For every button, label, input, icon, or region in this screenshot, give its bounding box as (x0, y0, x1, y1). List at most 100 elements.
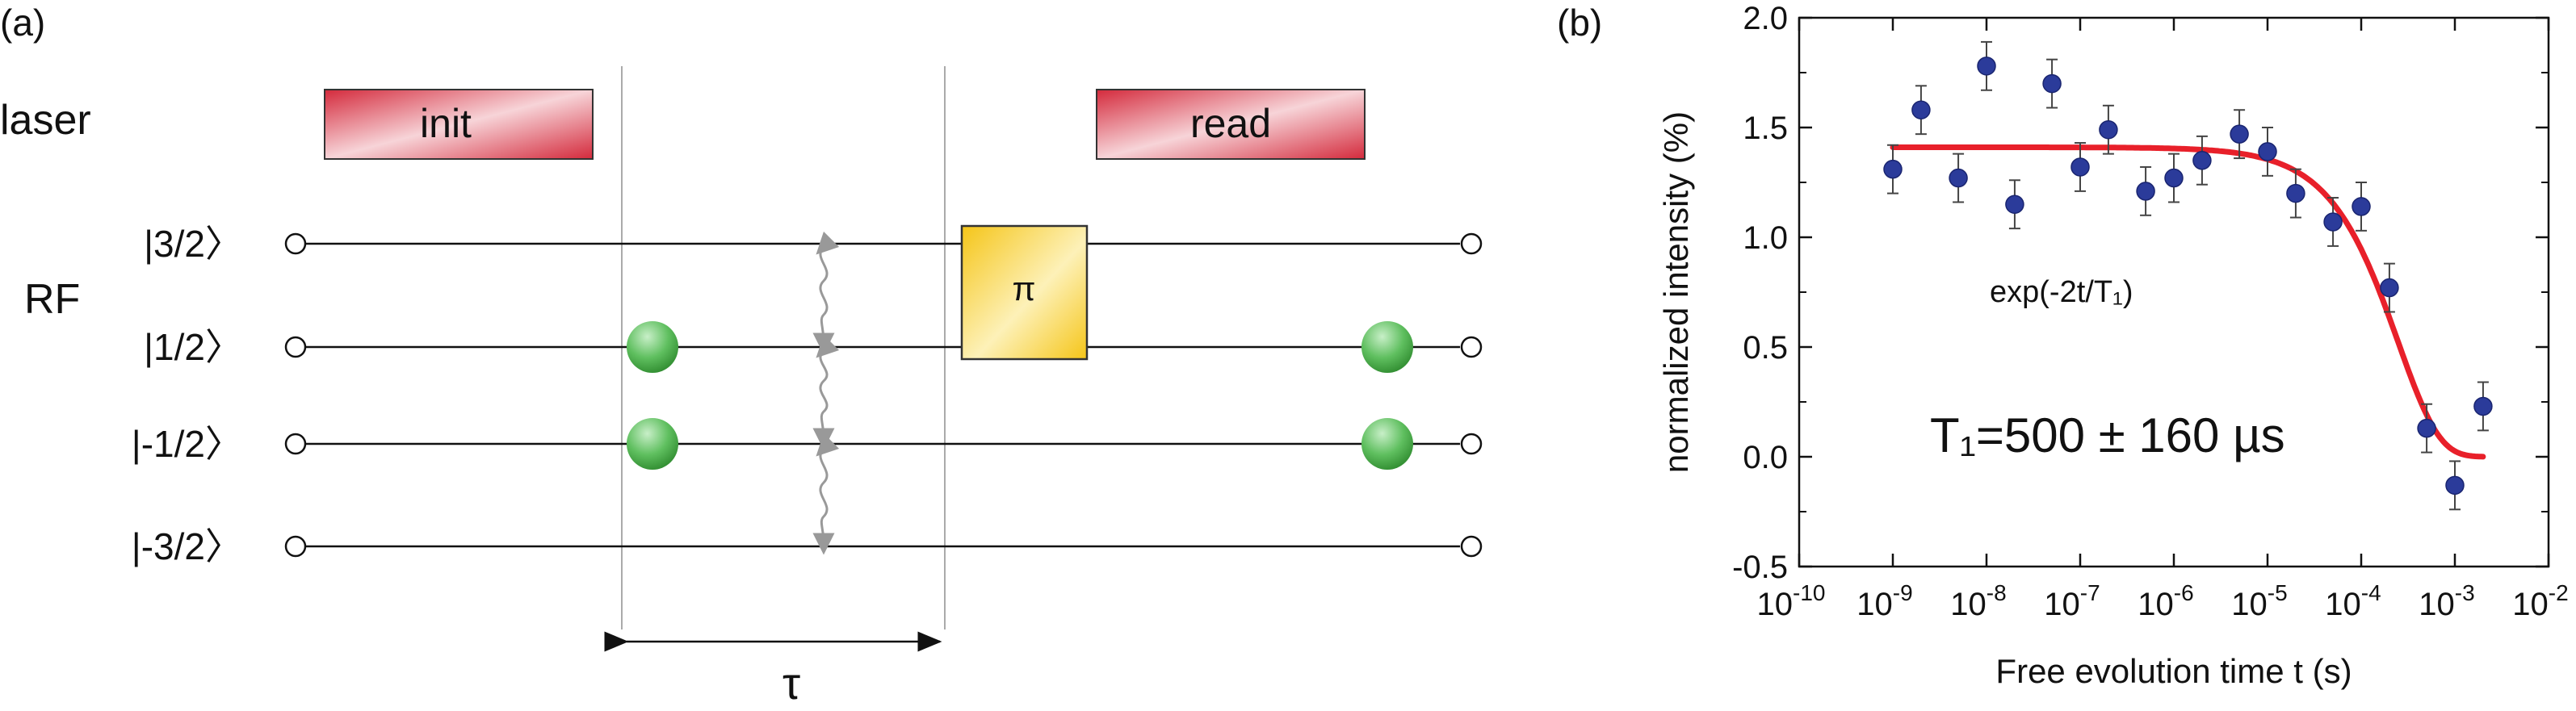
tau-label: τ (782, 658, 800, 709)
x-tick-label: 10-6 (2138, 580, 2193, 622)
energy-levels: |3/2〉 |1/2〉 |-1/2〉 |-3/2〉 (132, 223, 1483, 567)
point-marker (2380, 278, 2399, 298)
pi-pulse (960, 224, 1089, 361)
relaxation-arrow (812, 433, 840, 555)
rf-row-label: RF (24, 276, 80, 323)
fit-label: exp(-2t/T₁) (1990, 275, 2133, 309)
point-marker (1949, 168, 1968, 188)
plot-frame (1798, 16, 2550, 568)
point-marker (2005, 194, 2024, 214)
data-point (2099, 104, 2118, 155)
x-axis: 10-10 10-9 10-8 10-7 10-6 10-5 10-4 10-3 10-2 (1757, 18, 2569, 622)
read-pulse (1096, 89, 1366, 160)
fit-curve (1890, 144, 2486, 460)
laser-row-label: laser (0, 97, 91, 144)
data-point (2473, 381, 2493, 432)
init-pulse-label: init (420, 101, 472, 146)
read-pulse-label: read (1190, 101, 1271, 146)
point-marker (2042, 73, 2062, 94)
x-tick-label: 10-4 (2325, 580, 2381, 622)
point-marker (1911, 100, 1931, 119)
x-tick-label: 10-5 (2231, 580, 2287, 622)
point-marker (1977, 56, 1996, 76)
data-points (1883, 40, 2493, 511)
x-tick-label: 10-7 (2044, 580, 2100, 622)
data-point (2352, 182, 2371, 232)
data-point (2192, 135, 2212, 186)
data-point (2286, 168, 2305, 219)
data-point (2417, 403, 2436, 454)
data-point (2323, 197, 2343, 247)
data-point (1911, 85, 1931, 136)
y-tick-label: 0.0 (1743, 440, 1788, 475)
x-tick-label: 10-2 (2512, 580, 2568, 622)
y-axis-label: normalized intensity (%) (1657, 111, 1695, 473)
point-marker (2192, 151, 2212, 170)
point-marker (2099, 119, 2118, 140)
x-tick-label: 10-10 (1757, 580, 1826, 622)
point-marker (2070, 157, 2090, 177)
point-marker (2323, 212, 2343, 232)
population-dot (1361, 321, 1413, 373)
point-marker (2445, 475, 2465, 496)
level-end-marker (284, 433, 307, 455)
relaxation-arrow (812, 334, 840, 450)
point-marker (2286, 183, 2305, 203)
data-point (1949, 153, 1968, 203)
data-point (2445, 460, 2465, 511)
x-tick-label: 10-9 (1856, 580, 1912, 622)
data-point (1977, 40, 1996, 91)
level-end-marker (1460, 232, 1483, 255)
population-dot (1361, 418, 1413, 470)
x-tick-label: 10-3 (2419, 580, 2474, 622)
data-point (2136, 165, 2155, 216)
population-dot (627, 321, 678, 373)
x-axis-label: Free evolution time t (s) (1995, 652, 2352, 690)
state-label-3-2: |3/2〉 (144, 223, 242, 265)
data-point (2258, 127, 2277, 177)
panel-a: (a) laser RF init read |3/2〉 |1/2〉 |-1/2… (0, 2, 1483, 709)
level-end-marker (284, 535, 307, 558)
data-point (2005, 179, 2024, 230)
relaxation-arrows (812, 231, 840, 555)
y-tick-label: 0.5 (1743, 330, 1788, 366)
level-end-marker (284, 232, 307, 255)
panel-a-label: (a) (0, 2, 45, 44)
t1-label: T₁=500 ± 160 µs (1930, 408, 2285, 462)
pi-pulse-label: π (1013, 270, 1036, 307)
state-label-m3-2: |-3/2〉 (132, 525, 242, 567)
y-tick-label: -0.5 (1732, 550, 1788, 585)
level-end-marker (1460, 433, 1483, 455)
data-point (1883, 144, 1903, 194)
population-dot (627, 418, 678, 470)
x-tick-label: 10-8 (1950, 580, 2006, 622)
level-end-marker (1460, 535, 1483, 558)
state-label-1-2: |1/2〉 (144, 326, 242, 368)
point-marker (2136, 182, 2155, 201)
point-marker (2417, 418, 2436, 438)
relaxation-arrow (812, 231, 840, 355)
data-point (2380, 262, 2399, 313)
y-tick-label: 2.0 (1743, 1, 1788, 36)
level-end-marker (284, 336, 307, 358)
data-point (2230, 109, 2249, 160)
point-marker (2230, 124, 2249, 144)
point-marker (2352, 197, 2371, 216)
init-pulse (324, 89, 594, 160)
y-axis: -0.5 0.0 0.5 1.0 1.5 2.0 (1732, 1, 2549, 585)
level-end-marker (1460, 336, 1483, 358)
panel-b-label: (b) (1557, 2, 1602, 44)
data-point (2070, 142, 2090, 192)
data-point (2164, 153, 2184, 203)
data-point (2042, 58, 2062, 109)
y-tick-label: 1.5 (1743, 111, 1788, 146)
point-marker (2473, 396, 2493, 416)
point-marker (1883, 159, 1903, 179)
point-marker (2164, 168, 2184, 188)
y-tick-label: 1.0 (1743, 220, 1788, 256)
state-label-m1-2: |-1/2〉 (132, 423, 242, 465)
point-marker (2258, 142, 2277, 161)
